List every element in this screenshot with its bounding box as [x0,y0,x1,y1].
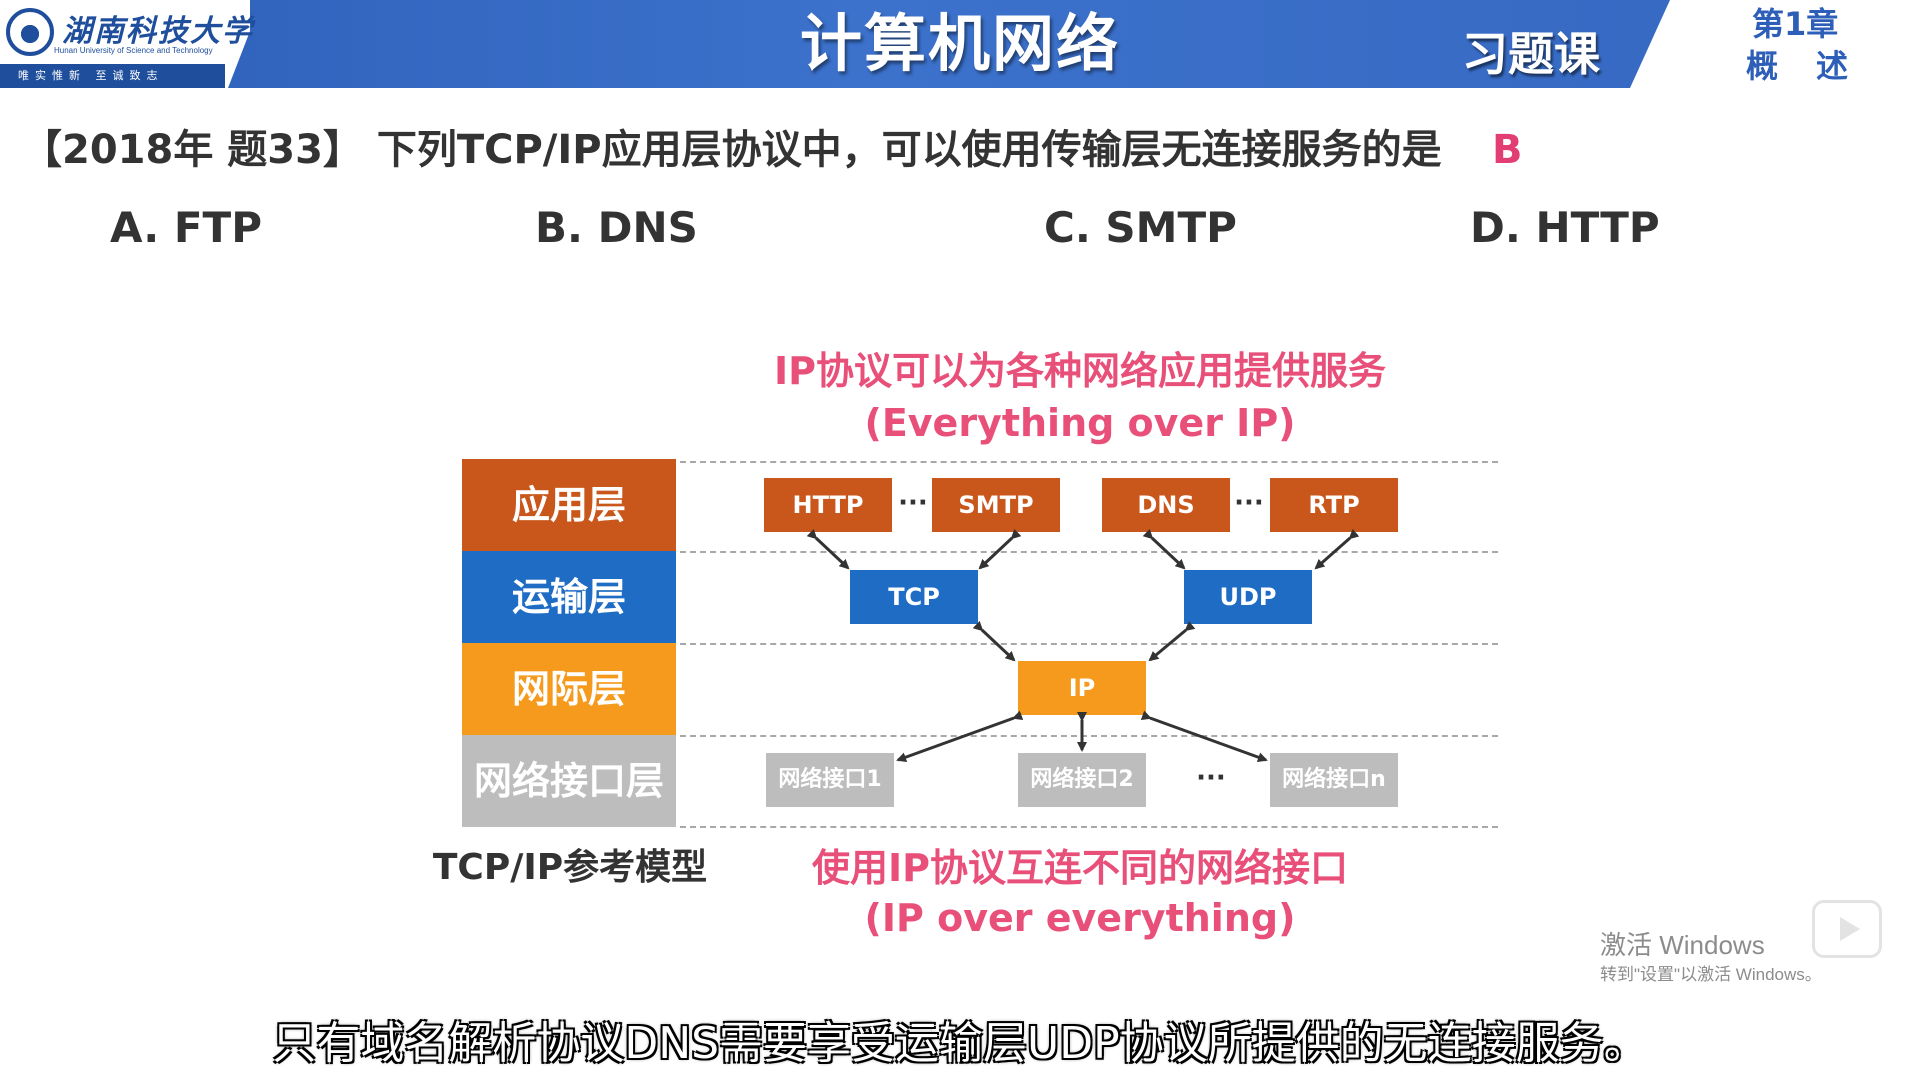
option-a: A. FTP [110,203,262,252]
layer-divider [680,826,1498,828]
protocol-ip: IP [1018,661,1146,715]
layer-internet: 网际层 [462,643,676,735]
option-d: D. HTTP [1470,203,1660,252]
university-emblem-icon [6,8,54,56]
arrow-http-tcp [806,528,850,570]
layer-divider [680,461,1498,463]
protocol-udp: UDP [1184,570,1312,624]
video-subtitle: 只有域名解析协议DNS需要享受运输层UDP协议所提供的无连接服务。 [272,1018,1648,1069]
ip-over-everything-caption-en: (IP over everything) [864,896,1296,940]
arrow-tcp-ip [972,620,1016,662]
chapter-name: 概述 [1746,47,1887,85]
course-title: 计算机网络 [799,7,1120,80]
network-interface-2: 网络接口2 [1018,753,1146,807]
protocol-http: HTTP [764,478,892,532]
chapter-label: 第1章 [1752,5,1839,43]
lesson-type-badge: 习题课 [1462,27,1600,81]
layer-divider [680,551,1498,553]
option-c: C. SMTP [1044,203,1237,252]
university-motto: 唯实惟新 至诚致志 [0,64,225,88]
tcpip-model-label: TCP/IP参考模型 [432,847,708,888]
header-band [0,0,1670,88]
windows-activation-hint: 转到"设置"以激活 Windows。 [1600,965,1822,984]
arrow-rtp-udp [1314,528,1360,570]
university-name-cn: 湖南科技大学 [62,14,254,49]
arrow-udp-ip [1148,621,1196,662]
protocol-rtp: RTP [1270,478,1398,532]
ip-over-everything-caption: 使用IP协议互连不同的网络接口 [812,846,1348,890]
ellipsis: ··· [898,488,928,518]
network-interface-1: 网络接口1 [766,753,894,807]
answer-label: B [1492,127,1523,173]
university-name-en: Hunan University of Science and Technolo… [54,46,213,55]
protocol-smtp: SMTP [932,478,1060,532]
protocol-dns: DNS [1102,478,1230,532]
arrow-ip-if1 [896,710,1024,762]
arrow-smtp-tcp [978,528,1022,570]
windows-activation-title: 激活 Windows [1600,930,1765,960]
layer-transport: 运输层 [462,551,676,643]
arrow-dns-udp [1142,528,1186,570]
layer-divider [680,735,1498,737]
protocol-tcp: TCP [850,570,978,624]
question-text: 【2018年 题33】 下列TCP/IP应用层协议中，可以使用传输层无连接服务的… [22,127,1442,173]
option-b: B. DNS [535,203,698,252]
layer-divider [680,643,1498,645]
everything-over-ip-caption-en: (Everything over IP) [864,401,1296,445]
network-interface-n: 网络接口n [1270,753,1398,807]
everything-over-ip-caption: IP协议可以为各种网络应用提供服务 [774,349,1386,393]
ellipsis: ··· [1196,763,1226,793]
ellipsis: ··· [1234,488,1264,518]
play-icon[interactable] [1812,900,1882,958]
slide-header: 湖南科技大学 Hunan University of Science and T… [0,0,1920,88]
layer-network-interface: 网络接口层 [462,735,676,827]
layer-application: 应用层 [462,459,676,551]
